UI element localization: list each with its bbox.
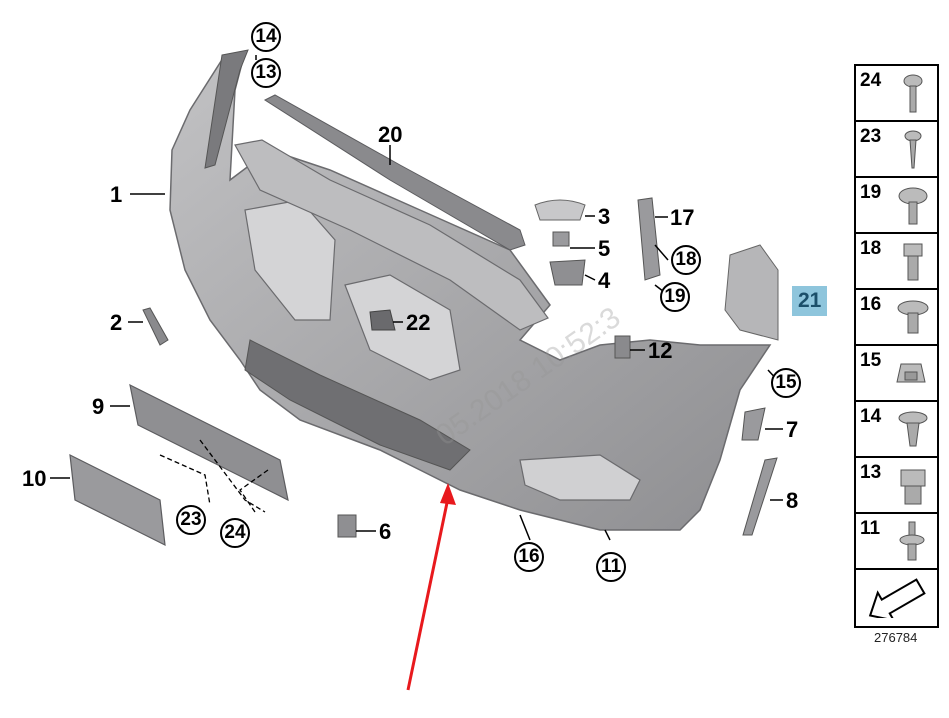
trim-strip-20 [263,94,526,251]
legend-num: 13 [860,462,882,483]
callout-19[interactable]: 19 [660,282,690,312]
clip-6 [337,514,357,538]
upper-carrier [234,139,549,331]
dashed-leaders [159,439,269,513]
washer-screw-icon [897,300,929,334]
legend-row-19[interactable]: 19 [856,178,937,234]
legend-row-15[interactable]: 15 [856,346,937,402]
lower-intake [244,339,471,471]
callout-8[interactable]: 8 [786,488,799,513]
legend-row-16[interactable]: 16 [856,290,937,346]
clip-12 [614,335,631,359]
callout-24[interactable]: 24 [220,518,250,548]
arrow-icon [868,578,926,618]
callout-16[interactable]: 16 [514,542,544,572]
clip-nut-icon [896,363,926,383]
legend-row-23[interactable]: 23 [856,122,937,178]
hex-screw-icon [903,243,923,281]
cover-cap-3 [534,199,586,221]
bracket-4 [549,259,586,286]
legend-num: 23 [860,126,882,147]
drawing-number: 276784 [874,630,918,645]
callout-10[interactable]: 10 [22,466,47,491]
parts-legend: 24 23 19 18 [854,64,939,628]
legend-num: 19 [860,182,882,203]
callout-21-highlighted[interactable]: 21 [792,286,828,316]
sleeve-nut-icon [900,469,926,505]
legend-row-11[interactable]: 11 [856,514,937,570]
legend-row-13[interactable]: 13 [856,458,937,514]
callout-20[interactable]: 20 [378,122,403,147]
bracket-22 [369,309,396,331]
callout-4[interactable]: 4 [598,268,611,293]
callout-13[interactable]: 13 [251,58,281,88]
holder-5 [552,231,570,247]
legend-num: 24 [860,70,882,91]
legend-row-24[interactable]: 24 [856,66,937,122]
tapping-screw-icon [904,130,922,169]
legend-num: 18 [860,238,882,259]
callout-15[interactable]: 15 [771,368,801,398]
legend-row-18[interactable]: 18 [856,234,937,290]
callout-6[interactable]: 6 [379,519,392,544]
fog-opening [519,454,641,501]
legend-num: 15 [860,350,882,371]
callout-23[interactable]: 23 [176,505,206,535]
collar-screw-icon [898,187,928,225]
screw-icon [903,74,923,113]
deflector-21 [724,244,779,341]
kidney-grille-right [344,274,461,381]
legend-num: 14 [860,406,882,427]
legend-num: 11 [860,518,881,539]
callout-5[interactable]: 5 [598,236,611,261]
red-arrow-head [440,483,456,505]
side-strip [204,49,249,169]
callout-22[interactable]: 22 [406,310,431,335]
legend-row-14[interactable]: 14 [856,402,937,458]
callout-14[interactable]: 14 [251,22,281,52]
red-arrow-shaft [406,497,450,691]
bracket-17 [637,197,661,281]
callout-17[interactable]: 17 [670,205,695,230]
stud-screw-icon [899,521,925,561]
callout-2[interactable]: 2 [110,310,123,335]
callout-18[interactable]: 18 [671,245,701,275]
callout-1[interactable]: 1 [110,182,123,207]
strip-8 [742,457,778,536]
callout-7[interactable]: 7 [786,417,799,442]
callout-9[interactable]: 9 [92,394,105,419]
legend-num: 16 [860,294,882,315]
legend-row-arrow[interactable] [856,570,937,626]
plate-holder [129,383,289,502]
plate-base [69,453,166,547]
callout-11[interactable]: 11 [596,552,626,582]
bracket-2 [142,307,169,346]
callout-12[interactable]: 12 [648,338,673,363]
callout-3[interactable]: 3 [598,204,611,229]
strip-7 [741,407,766,441]
expansion-rivet-icon [898,411,928,447]
